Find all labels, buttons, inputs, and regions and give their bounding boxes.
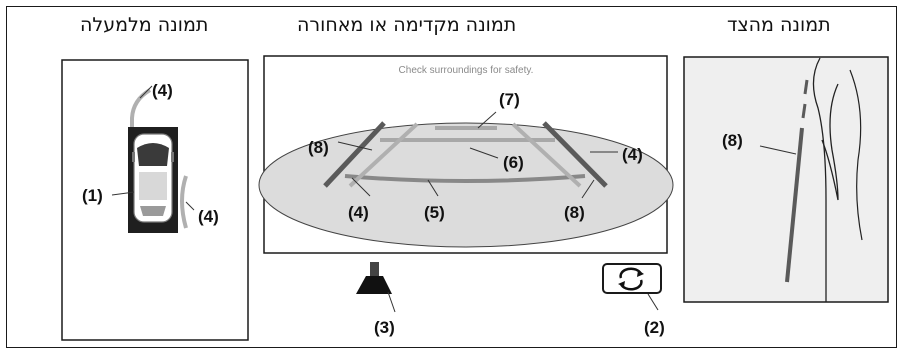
callout-4-right: (4) (622, 145, 643, 164)
callout-7: (7) (499, 90, 520, 109)
callout-5: (5) (424, 203, 445, 222)
title-side-view: תמונה מהצד (727, 14, 831, 36)
title-top-view: תמונה מלמעלה (80, 14, 209, 36)
guide-line-8-left (323, 121, 386, 188)
callout-6: (6) (503, 153, 524, 172)
side-mirror-outline (821, 83, 839, 201)
side-guide-dash-2 (801, 103, 807, 119)
leader-c1 (111, 191, 135, 196)
guide-line-5 (344, 174, 586, 183)
leader-c2 (647, 293, 659, 311)
top-guide-line-front (130, 88, 152, 128)
title-rear-view: תמונה מקדימה או מאחורה (297, 14, 517, 36)
side-guide-line-8 (785, 127, 804, 283)
top-view-panel: (4) (1) (4) (61, 59, 249, 341)
side-guide-dash-1 (803, 79, 809, 95)
leader-c8-right (581, 179, 595, 199)
leader-c7 (477, 111, 497, 129)
screen-message: Check surroundings for safety. (399, 65, 534, 76)
leader-c8-left (337, 141, 373, 151)
callout-8-left: (8) (308, 138, 329, 157)
side-wheel-arch (849, 69, 863, 241)
callout-4-side: (4) (198, 207, 219, 226)
callout-1: (1) (82, 186, 103, 205)
top-guide-line-side (180, 175, 188, 229)
callout-8-side: (8) (722, 131, 743, 150)
callout-4-left: (4) (348, 203, 369, 222)
rear-view-screen: Check surroundings for safety. (7) (8) (… (258, 55, 674, 254)
leader-c4-left (351, 177, 371, 197)
leader-c6 (469, 147, 499, 159)
leader-c8-side (759, 145, 797, 155)
leader-c4-top (139, 85, 153, 99)
leader-c4-side (185, 201, 195, 211)
rear-camera-icon (356, 262, 392, 294)
callout-8-right: (8) (564, 203, 585, 222)
guide-line-4-right (511, 122, 582, 188)
callout-3: (3) (374, 318, 395, 337)
car-top-icon (132, 133, 174, 223)
side-view-panel: (8) (683, 56, 889, 303)
camera-area-oval (258, 122, 674, 248)
leader-c3 (387, 291, 396, 313)
leader-c5 (427, 179, 439, 197)
side-car-outline (812, 57, 827, 302)
callout-2: (2) (644, 318, 665, 337)
guide-line-8-right (542, 121, 608, 188)
callout-4-top: (4) (152, 81, 173, 100)
guide-line-4-left (348, 122, 419, 188)
view-switch-icon[interactable] (602, 263, 662, 294)
